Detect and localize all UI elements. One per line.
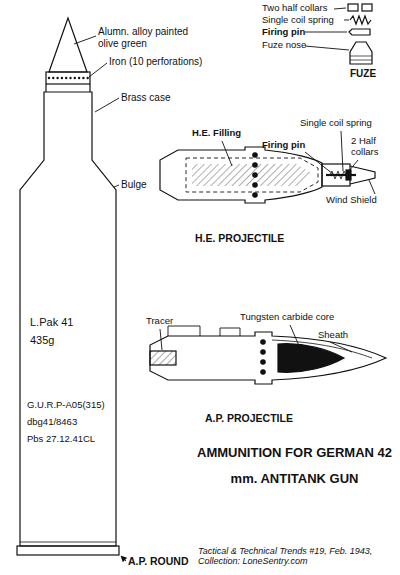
fuze-parts (348, 4, 372, 64)
part-label: Single coil spring (300, 118, 372, 129)
he-projectile (330, 171, 346, 179)
part-label: Fuze nose (262, 40, 306, 51)
he-projectile (346, 170, 351, 180)
ap-projectile (150, 332, 386, 384)
case-marking: 435g (30, 334, 54, 347)
part-label: Iron (10 perforations) (109, 56, 202, 68)
leader-line (349, 160, 358, 171)
view-title: H.E. PROJECTILE (195, 232, 284, 244)
case-marking: dbg41/8463 (27, 417, 77, 428)
leader-line (369, 180, 375, 194)
leader-line (305, 32, 347, 33)
he-projectile (253, 183, 257, 187)
fuze-parts (362, 4, 372, 11)
leader-line (290, 325, 300, 348)
perforation-holes (74, 77, 76, 79)
ap-round (17, 18, 119, 555)
part-label: Bulge (121, 179, 147, 191)
he-projectile (192, 164, 310, 186)
he-projectile (253, 163, 257, 167)
view-title: FUZE (350, 68, 376, 80)
perforation-holes (69, 77, 71, 79)
case-marking: L.Pak 41 (30, 316, 73, 329)
ap-round (20, 92, 116, 546)
leader-line (222, 141, 232, 166)
leader-line (114, 185, 119, 187)
fuze-parts (348, 4, 358, 11)
view-title: A.P. PROJECTILE (205, 412, 293, 424)
perforation-holes (78, 77, 80, 79)
ap-projectile (261, 360, 265, 364)
perforation-holes (48, 77, 50, 79)
fuze-parts (350, 56, 372, 60)
leader-line (160, 329, 162, 350)
ap-round (17, 546, 119, 555)
part-label: Single coil spring (262, 15, 334, 26)
fuze-parts (349, 29, 370, 35)
leader-line (121, 556, 126, 561)
view-title: A.P. ROUND (128, 555, 188, 567)
case-marking: G.U.R.P-A05(315) (27, 400, 105, 411)
part-label: Firing pin (262, 140, 305, 151)
leader-line (341, 131, 343, 171)
perforation-holes (52, 77, 54, 79)
part-label: Wind Shield (326, 195, 377, 206)
fuze-parts (350, 16, 371, 24)
leader-line (305, 152, 333, 174)
he-projectile (160, 147, 322, 203)
fuze-parts (350, 42, 372, 64)
he-projectile (253, 173, 257, 177)
leader-line (95, 98, 119, 112)
ap-projectile (168, 326, 240, 336)
ap-projectile (272, 340, 372, 358)
leader-line (334, 8, 346, 9)
ap-projectile (261, 370, 265, 374)
case-marking: Pbs 27.12.41CL (27, 434, 95, 445)
ap-projectile (261, 340, 265, 344)
ap-projectile (150, 351, 176, 365)
perforation-holes (87, 77, 89, 79)
leader-line (89, 63, 107, 77)
ap-projectile (278, 344, 344, 373)
he-projectile (186, 158, 318, 192)
ap-projectile (261, 350, 265, 354)
perforation-holes (82, 77, 84, 79)
diagram-title: AMMUNITION FOR GERMAN 42 mm. ANTITANK GU… (192, 440, 397, 492)
he-projectile (253, 153, 257, 157)
he-projectile (253, 193, 257, 197)
leader-line (305, 46, 349, 50)
part-label: H.E. Filling (192, 128, 241, 139)
ap-round (46, 84, 90, 92)
ap-round (46, 72, 90, 84)
leader-line (344, 20, 349, 21)
perforation-holes (65, 77, 67, 79)
perforation-holes (56, 77, 58, 79)
part-label: Firing pin (262, 27, 305, 38)
ap-projectile (150, 326, 386, 384)
part-label: Tungsten carbide core (240, 312, 334, 323)
perforation-holes (61, 77, 63, 79)
leader-line (330, 342, 352, 352)
part-label: 2 Half collars (351, 136, 397, 158)
part-label: Tracer (146, 316, 173, 327)
ap-round (49, 18, 87, 72)
leader-line (74, 36, 126, 561)
part-label: Brass case (121, 92, 170, 104)
part-label: Alumn. alloy painted olive green (98, 26, 208, 49)
part-label: Sheath (318, 330, 348, 341)
source-caption: Tactical & Technical Trends #19, Feb. 19… (198, 546, 396, 567)
leader-line (74, 36, 96, 44)
part-label: Two half collars (262, 3, 327, 14)
ap-round (20, 542, 116, 543)
leader-line (160, 325, 352, 352)
perforation-holes (48, 77, 89, 79)
